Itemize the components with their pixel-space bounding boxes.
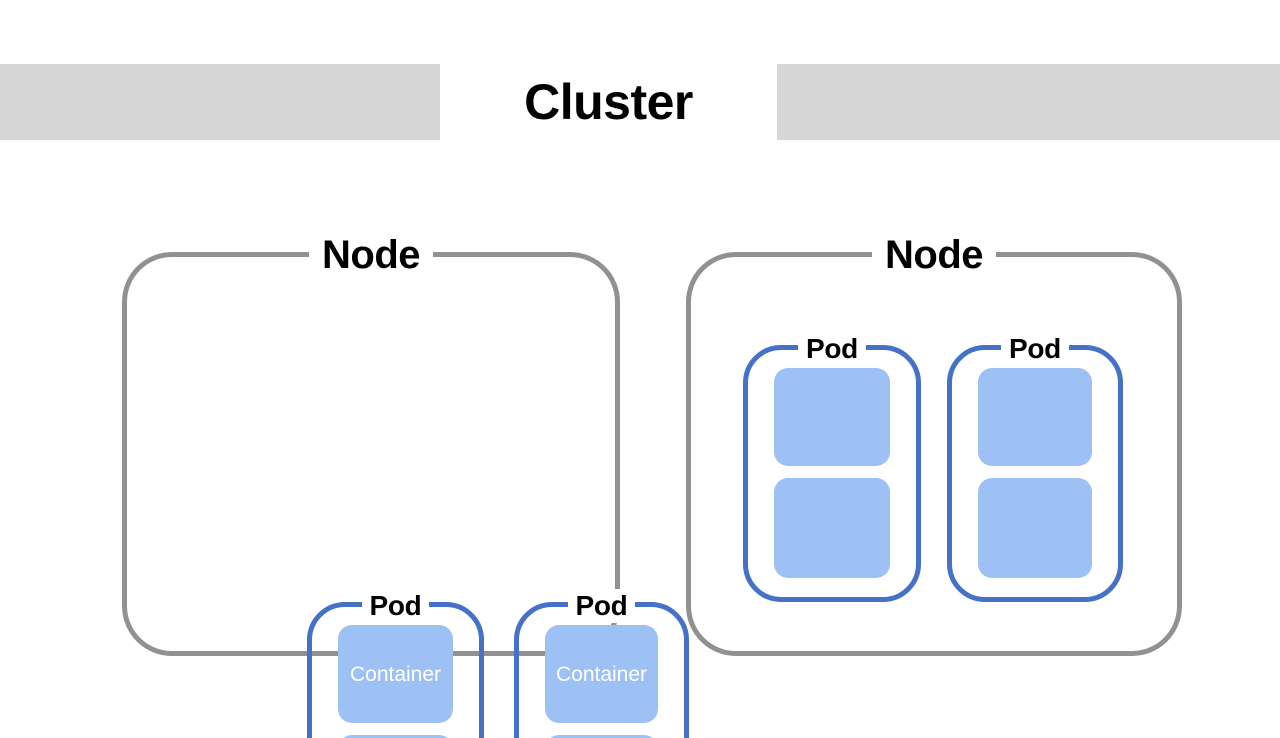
container-box-2-2-1	[978, 368, 1092, 466]
pod-box-1: Pod Container	[307, 589, 484, 738]
pod-label-1: Pod	[361, 589, 430, 623]
pod-box-2: Pod Container	[514, 589, 689, 738]
pod-label-2: Pod	[567, 589, 636, 623]
container-box-1-2-1: Container	[545, 625, 658, 723]
container-box-1-1-1: Container	[338, 625, 453, 723]
node-label-2: Node	[872, 231, 996, 279]
pod-label-3: Pod	[798, 332, 866, 366]
pod-box-3: Pod	[743, 332, 921, 602]
container-label-1-2-1: Container	[555, 662, 648, 686]
cluster-title: Cluster	[524, 74, 693, 130]
container-box-2-1-2	[774, 478, 890, 578]
node-label-1: Node	[309, 231, 433, 279]
container-box-2-2-2	[978, 478, 1092, 578]
container-box-1-2-2	[545, 735, 658, 738]
pod-box-4: Pod	[947, 332, 1123, 602]
pod-label-4: Pod	[1001, 332, 1069, 366]
cluster-banner-right	[777, 64, 1280, 140]
node-box-2: Node	[686, 231, 1182, 656]
node-box-1: Node Pod Container Pod Container	[122, 231, 689, 738]
container-box-2-1-1	[774, 368, 890, 466]
container-box-1-1-2	[338, 735, 453, 738]
container-label-1-1-1: Container	[349, 662, 442, 686]
cluster-banner-left	[0, 64, 440, 140]
